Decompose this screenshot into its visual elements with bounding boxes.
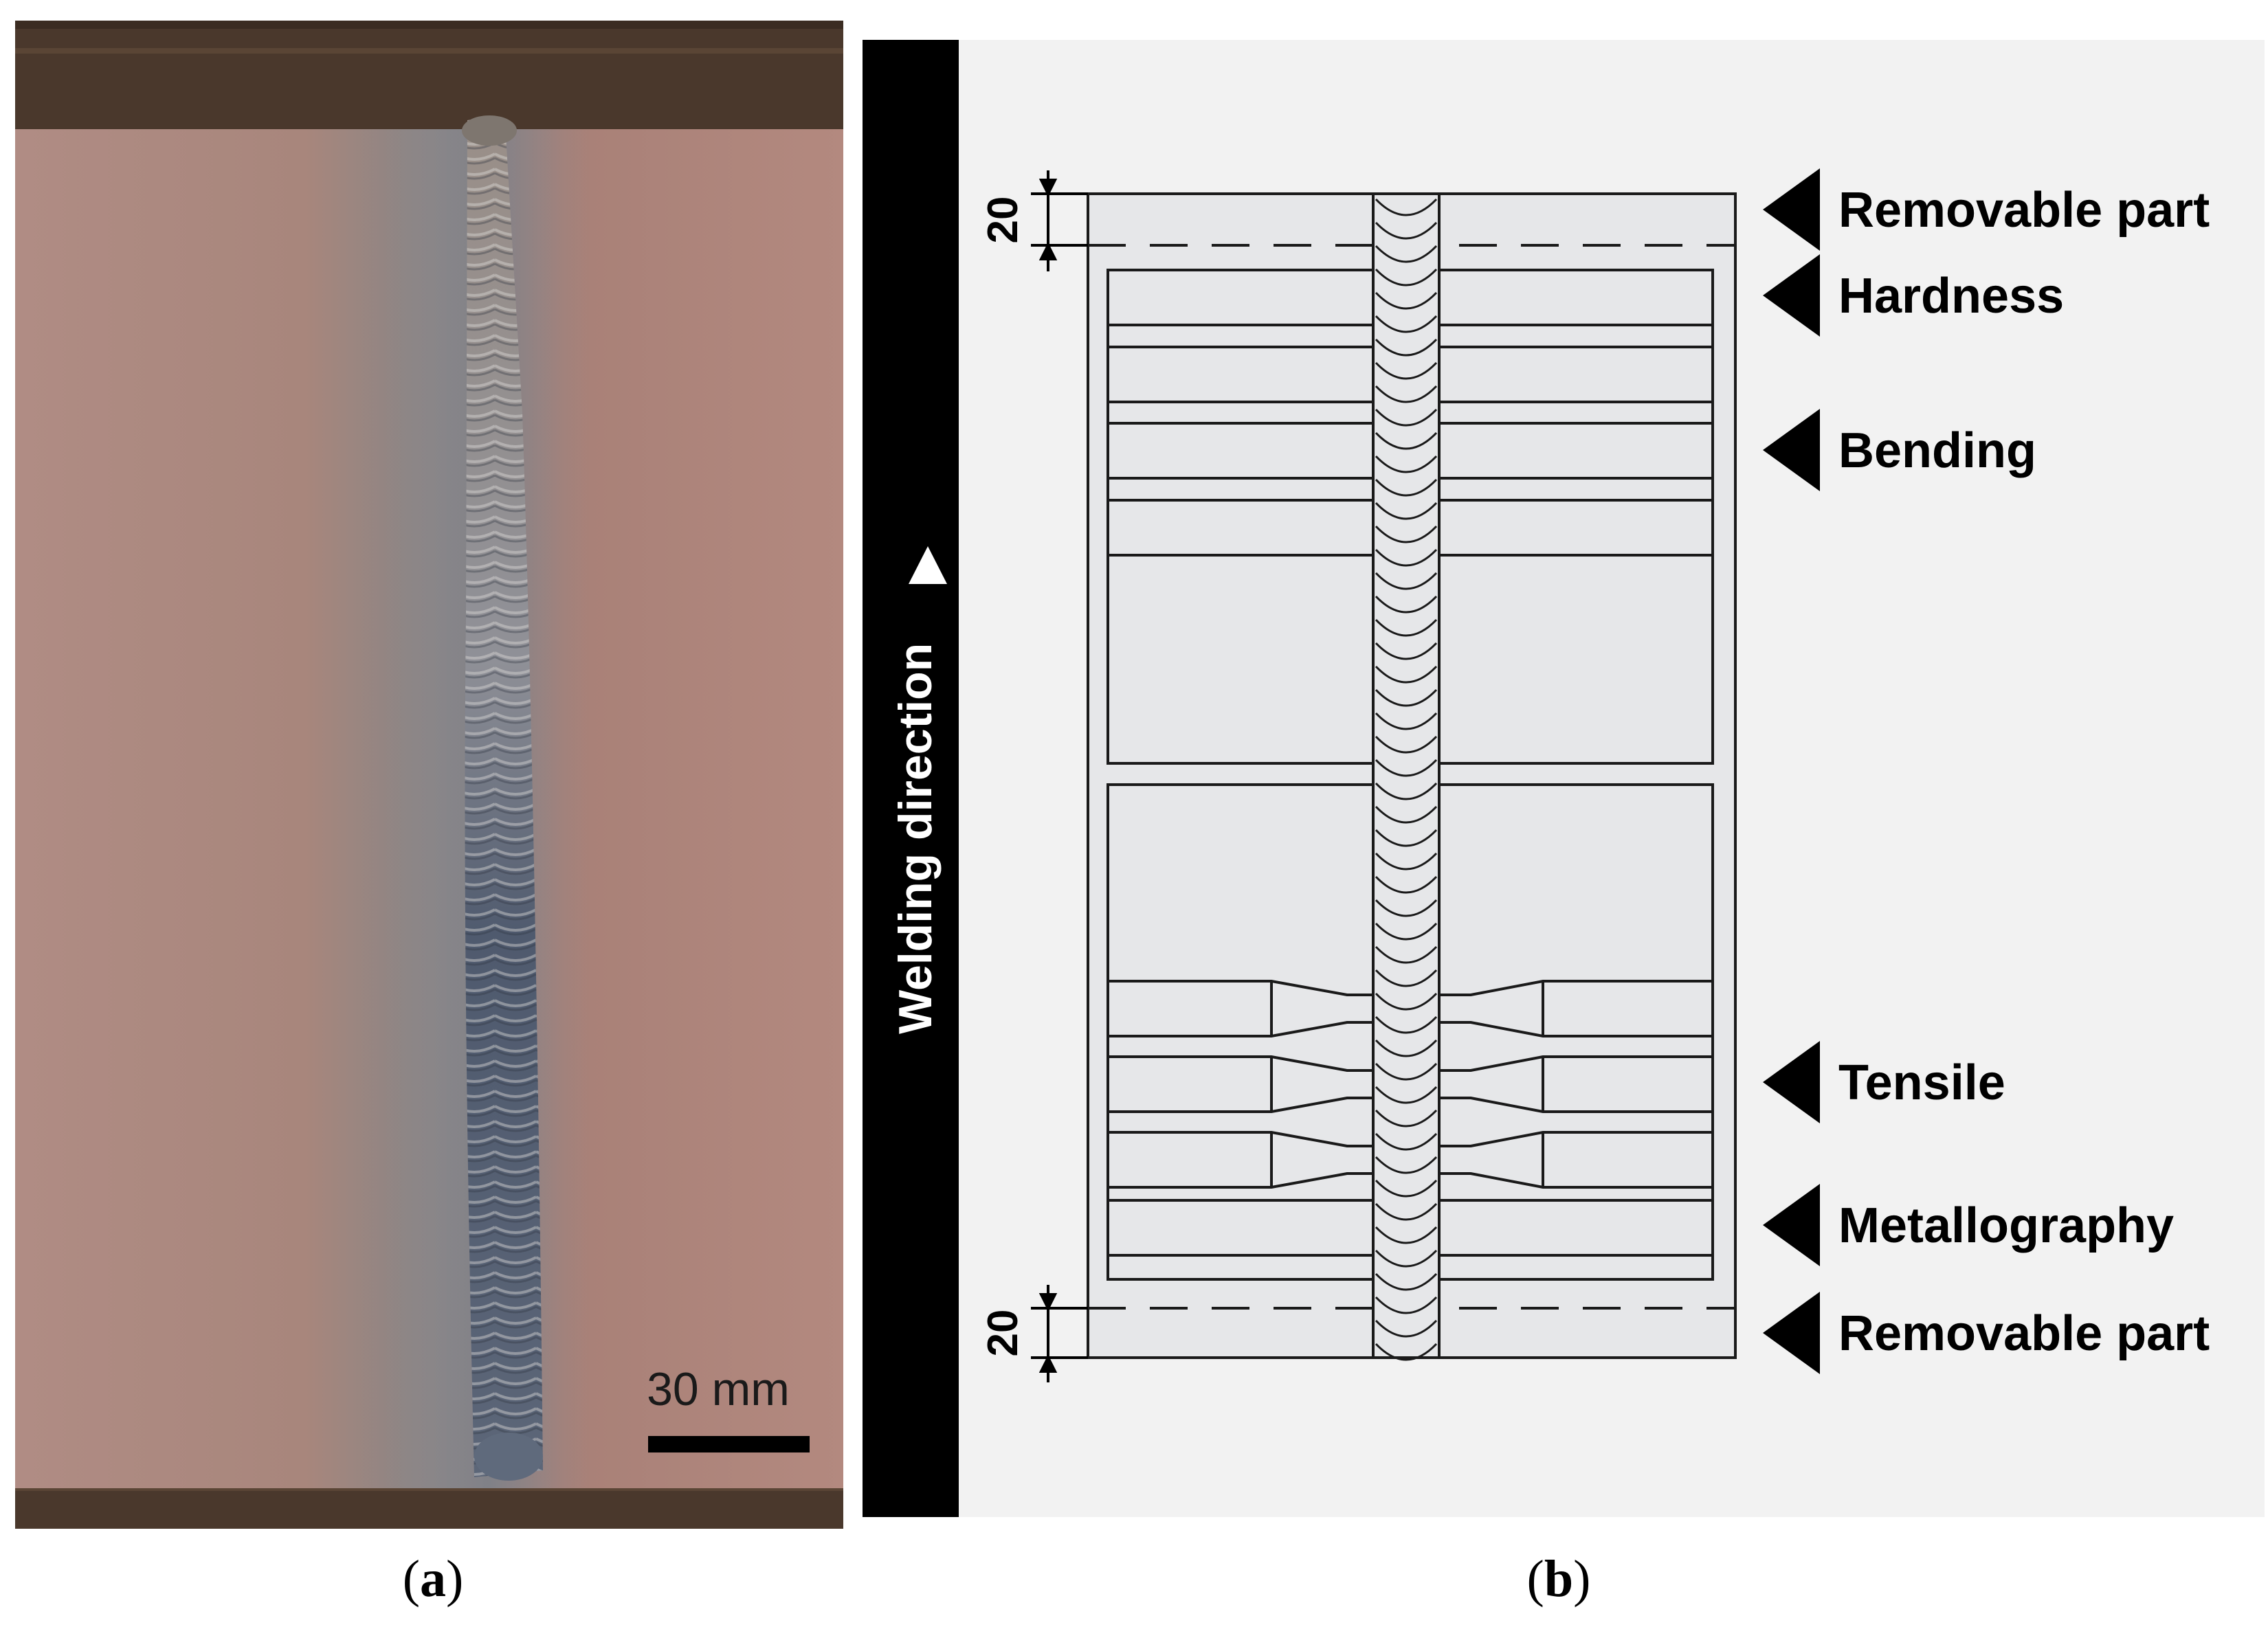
label-removable-bottom: Removable part — [1838, 1306, 2210, 1361]
pointer-hardness-icon — [1763, 254, 1820, 337]
pointer-metallography-icon — [1763, 1184, 1820, 1266]
pointer-bending-icon — [1763, 409, 1820, 491]
pointer-removable-top-icon — [1763, 168, 1820, 251]
pointer-triangles — [1763, 168, 1820, 1374]
dimension-bottom-label: 20 — [979, 1310, 1027, 1357]
panel-a-photo: 30 mm — [15, 21, 843, 1529]
dimension-top — [1031, 170, 1088, 271]
weld-seam — [1372, 192, 1441, 1361]
pointer-removable-bottom-icon — [1763, 1292, 1820, 1374]
label-hardness: Hardness — [1838, 269, 2064, 324]
welding-direction-bar — [863, 40, 959, 1517]
dimension-bottom — [1031, 1285, 1088, 1382]
welding-direction-label: Welding direction — [889, 643, 942, 1034]
label-removable-top: Removable part — [1838, 183, 2210, 238]
label-tensile: Tensile — [1838, 1055, 2005, 1110]
label-metallography: Metallography — [1838, 1198, 2174, 1253]
scale-bar-label: 30 mm — [647, 1363, 790, 1415]
pointer-tensile-icon — [1763, 1041, 1820, 1123]
caption-b: (b) — [1527, 1550, 1591, 1608]
welding-direction-arrow-icon — [909, 546, 947, 584]
dimension-top-label: 20 — [979, 197, 1027, 244]
scale-bar — [648, 1436, 810, 1452]
label-bending: Bending — [1838, 423, 2036, 478]
specimen-strips — [1107, 269, 1714, 1281]
caption-a: (a) — [403, 1550, 464, 1608]
panel-b-diagram: Welding direction — [863, 40, 2265, 1517]
